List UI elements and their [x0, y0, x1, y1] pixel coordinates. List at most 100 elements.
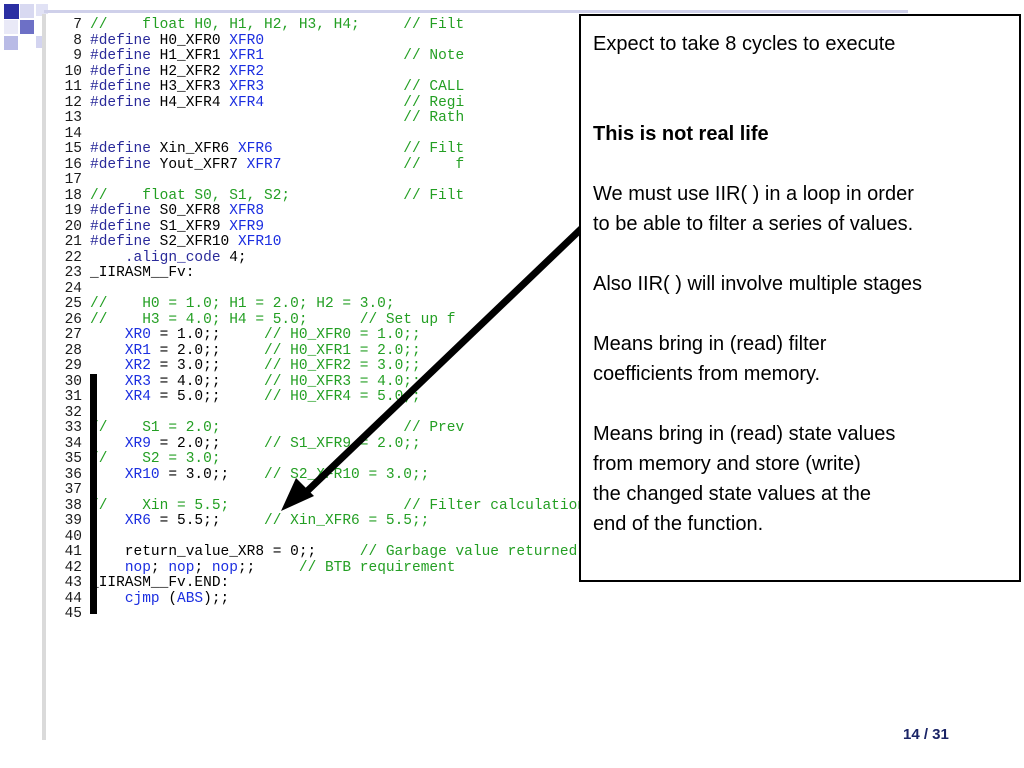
- line-number: 10: [64, 63, 82, 80]
- line-number: 14: [64, 125, 82, 142]
- line-number: 24: [64, 280, 82, 297]
- code-text: // Rath: [403, 110, 465, 126]
- note-line: from memory and store (write): [593, 453, 861, 475]
- decor-square: [20, 20, 34, 34]
- code-line: 30 XR3 = 4.0;; // H0_XFR3 = 4.0;;: [60, 373, 586, 391]
- code-text: #define H0_XFR0 XFR0: [90, 32, 265, 49]
- code-text: #define Xin_XFR6 XFR6 // Filt: [90, 141, 465, 157]
- line-number: 12: [64, 94, 82, 111]
- code-text: XR6 = 5.5;; // Xin_XFR6 = 5.5;;: [124, 513, 430, 529]
- editor-gutter: [42, 14, 46, 740]
- decor-square: [4, 20, 18, 34]
- decor-square: [4, 4, 19, 19]
- line-number: 17: [64, 172, 82, 188]
- code-line: 25// H0 = 1.0; H1 = 2.0; H2 = 3.0;: [60, 296, 586, 313]
- line-number: 29: [64, 358, 82, 374]
- line-number: 41: [64, 544, 82, 560]
- code-line: 35// S2 = 3.0;: [60, 451, 586, 468]
- line-number: 23: [64, 265, 82, 281]
- code-line: 21#define S2_XFR10 XFR10: [60, 234, 586, 251]
- explanation-box: Expect to take 8 cycles to execute This …: [579, 14, 1021, 582]
- line-number: 36: [64, 466, 82, 483]
- code-text: // float H0, H1, H2, H3, H4; // Filt: [90, 17, 465, 33]
- code-text: // S2 = 3.0;: [90, 451, 221, 467]
- code-line: 17: [60, 172, 586, 189]
- code-text: // H0 = 1.0; H1 = 2.0; H2 = 3.0;: [90, 296, 395, 312]
- code-text: #define S0_XFR8 XFR8: [90, 203, 265, 219]
- line-number: 27: [64, 327, 82, 343]
- code-text: #define Yout_XFR7 XFR7 // f: [90, 156, 465, 173]
- code-text: return_value_XR8 = 0;; // Garbage value …: [90, 544, 578, 560]
- code-line: 13 // Rath: [60, 110, 586, 127]
- line-number: 39: [64, 513, 82, 529]
- code-line: 12 #define H4_XFR4 XFR4 // Regi: [60, 94, 586, 112]
- code-text: // H3 = 4.0; H4 = 5.0; // Set up f: [90, 311, 456, 328]
- note-line: Means bring in (read) state values: [593, 423, 896, 445]
- code-text: XR10 = 3.0;; // S2_XFR10 = 3.0;;: [124, 466, 430, 483]
- code-text: cjmp (ABS);;: [124, 590, 230, 607]
- line-number: 44: [64, 590, 82, 607]
- code-line: 36 XR10 = 3.0;; // S2_XFR10 = 3.0;;: [60, 466, 586, 484]
- line-number: 30: [64, 373, 82, 390]
- code-line: 15#define Xin_XFR6 XFR6 // Filt: [60, 141, 586, 158]
- line-number: 9: [73, 48, 82, 64]
- code-text: XR1 = 2.0;; // H0_XFR1 = 2.0;;: [124, 342, 421, 359]
- line-number: 18: [64, 187, 82, 204]
- code-text: XR3 = 4.0;; // H0_XFR3 = 4.0;;: [124, 373, 421, 390]
- code-text: // S1 = 2.0; // Prev: [90, 420, 465, 436]
- line-number: 37: [64, 482, 82, 498]
- code-text: XR4 = 5.0;; // H0_XFR4 = 5.0;;: [124, 389, 421, 405]
- title-rule: [44, 10, 908, 13]
- note-line: Expect to take 8 cycles to execute: [593, 33, 896, 55]
- note-heading: This is not real life: [593, 123, 769, 145]
- line-number: 28: [64, 342, 82, 359]
- line-number: 38: [64, 497, 82, 514]
- code-line: 39 XR6 = 5.5;; // Xin_XFR6 = 5.5;;: [60, 513, 586, 530]
- code-line: 42 nop; nop; nop;; // BTB requirement: [60, 560, 586, 577]
- line-number: 43: [64, 575, 82, 591]
- code-text: _IIRASM__Fv.END:: [90, 575, 230, 591]
- code-line: 34 XR9 = 2.0;; // S1_XFR9 = 2.0;;: [60, 435, 586, 453]
- note-line: the changed state values at the: [593, 483, 871, 505]
- code-line: 28 XR1 = 2.0;; // H0_XFR1 = 2.0;;: [60, 342, 586, 360]
- code-line: 23 _IIRASM__Fv:: [60, 265, 586, 282]
- line-number: 40: [64, 528, 82, 545]
- line-number: 13: [64, 110, 82, 126]
- note-line: Also IIR( ) will involve multiple stages: [593, 273, 922, 295]
- code-line: 32: [60, 404, 586, 422]
- code-line: 8 #define H0_XFR0 XFR0: [60, 32, 586, 50]
- line-number: 32: [64, 404, 82, 421]
- code-text: #define H2_XFR2 XFR2: [90, 63, 265, 80]
- code-text: XR9 = 2.0;; // S1_XFR9 = 2.0;;: [124, 435, 421, 452]
- code-line: 38 // Xin = 5.5; // Filter calculation: [60, 497, 586, 515]
- code-text: #define H3_XFR3 XFR3 // CALL: [90, 79, 465, 95]
- line-number: 31: [64, 389, 82, 405]
- code-text: #define H4_XFR4 XFR4 // Regi: [90, 94, 465, 111]
- line-number: 33: [64, 420, 82, 436]
- line-number: 19: [64, 203, 82, 219]
- slide-number: 14 / 31: [903, 726, 949, 743]
- code-line: 11 #define H3_XFR3 XFR3 // CALL: [60, 79, 586, 96]
- note-line: end of the function.: [593, 513, 764, 535]
- code-line: 43 _IIRASM__Fv.END:: [60, 575, 586, 592]
- code-line: 9#define H1_XFR1 XFR1 // Note: [60, 48, 586, 65]
- code-line: 19 #define S0_XFR8 XFR8: [60, 203, 586, 220]
- code-line: 41 return_value_XR8 = 0;; // Garbage val…: [60, 544, 586, 561]
- line-number: 11: [64, 79, 82, 95]
- code-line: 14: [60, 125, 586, 143]
- code-line: 10 #define H2_XFR2 XFR2: [60, 63, 586, 81]
- decor-square: [4, 36, 18, 50]
- code-text: // Xin = 5.5; // Filter calculation: [90, 497, 586, 514]
- code-text: .align_code 4;: [124, 249, 247, 266]
- code-line: 26 // H3 = 4.0; H4 = 5.0; // Set up f: [60, 311, 586, 329]
- note-line: coefficients from memory.: [593, 363, 821, 385]
- line-number: 26: [64, 311, 82, 328]
- code-line: 7// float H0, H1, H2, H3, H4; // Filt: [60, 17, 586, 34]
- code-text: _IIRASM__Fv:: [90, 265, 195, 281]
- line-number: 8: [73, 32, 82, 49]
- code-line: 37: [60, 482, 586, 499]
- line-number: 45: [64, 606, 82, 622]
- code-text: XR2 = 3.0;; // H0_XFR2 = 3.0;;: [124, 358, 421, 374]
- code-line: 33 // S1 = 2.0; // Prev: [60, 420, 586, 437]
